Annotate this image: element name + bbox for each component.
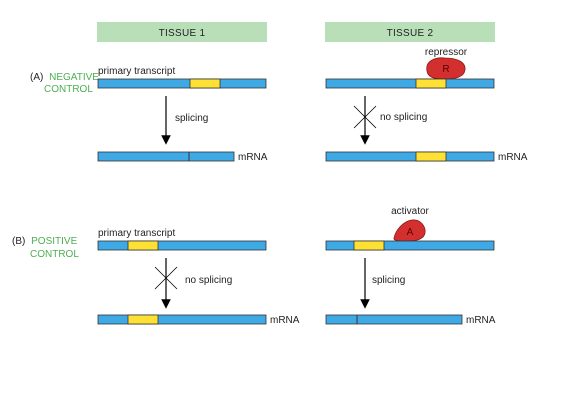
tissue1-header-bg (97, 22, 267, 42)
activator-label: activator (391, 206, 429, 217)
b1-mrna-label: mRNA (270, 315, 300, 326)
tissue2-header-bg (325, 22, 495, 42)
b2-primary-transcript (325, 240, 495, 251)
a1-mrna (97, 151, 235, 162)
b2-mrna-label: mRNA (466, 315, 496, 326)
tissue2-header: TISSUE 2 (387, 28, 434, 39)
b1-no-splicing-label: no splicing (185, 275, 232, 286)
a2-x-cross-icon (353, 105, 377, 129)
b1-mrna (97, 314, 267, 325)
b1-regulated-exon (127, 240, 159, 251)
repressor-label: repressor (425, 47, 468, 58)
section-b-label: (B) POSITIVE (12, 236, 78, 247)
repressor-letter: R (442, 64, 449, 75)
a1-mrna-label: mRNA (238, 152, 268, 163)
a1-primary-transcript (97, 78, 267, 89)
a2-mrna-label: mRNA (498, 152, 528, 163)
b2-mrna (325, 314, 463, 325)
a1-primary-transcript-label: primary transcript (98, 66, 175, 77)
section-b-line1: POSITIVE (31, 236, 77, 247)
section-b-letter: (B) (12, 236, 25, 247)
repressor-protein-icon (426, 57, 466, 80)
b1-primary-transcript-label: primary transcript (98, 228, 175, 239)
a2-no-splicing-label: no splicing (380, 112, 427, 123)
activator-letter: A (407, 227, 414, 238)
b1-primary-transcript (97, 240, 267, 251)
section-a-letter: (A) (30, 72, 43, 83)
tissue1-header: TISSUE 1 (159, 28, 206, 39)
a1-regulated-exon (189, 78, 221, 89)
section-a-line2: CONTROL (44, 84, 93, 95)
b2-regulated-exon (353, 240, 385, 251)
a2-regulated-exon (415, 78, 447, 89)
a2-primary-transcript (325, 78, 495, 89)
a2-mrna (325, 151, 495, 162)
section-a-line1: NEGATIVE (49, 72, 99, 83)
b2-splicing-label: splicing (372, 275, 405, 286)
section-b-line2: CONTROL (30, 249, 79, 260)
a1-splicing-label: splicing (175, 113, 208, 124)
b1-x-cross-icon (154, 266, 178, 290)
section-a-label: (A) NEGATIVE (30, 72, 99, 83)
